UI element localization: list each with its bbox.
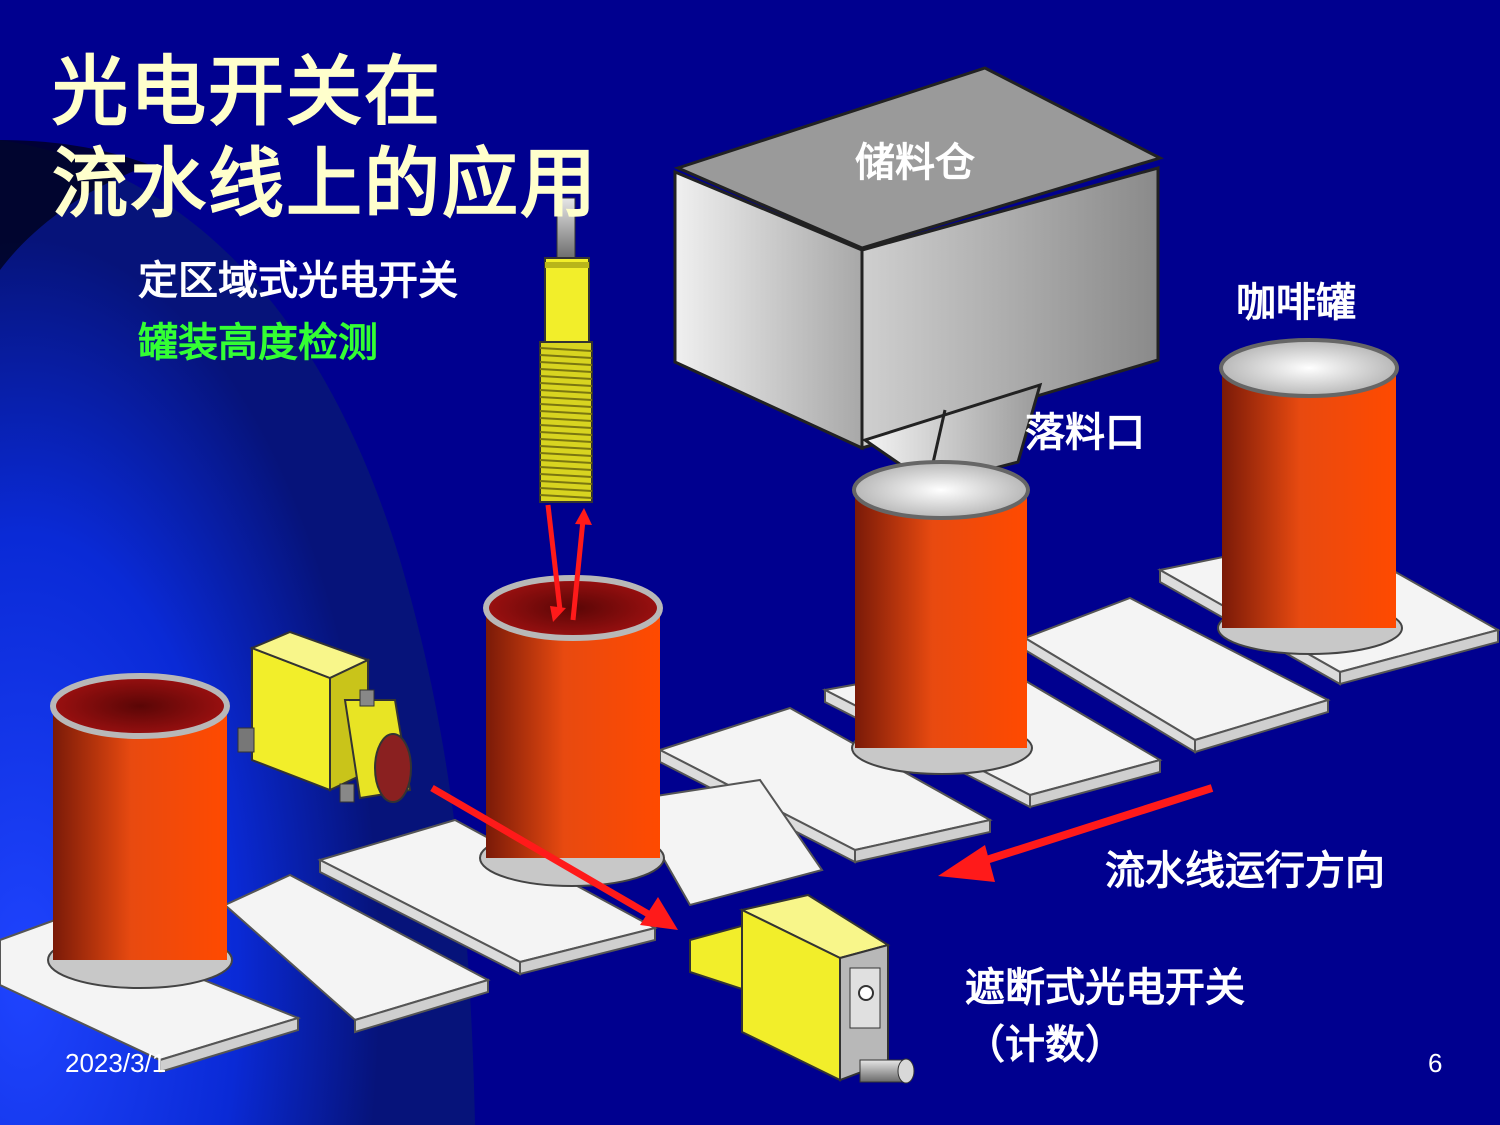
direction-arrow xyxy=(938,784,1214,882)
slide-title-line1: 光电开关在 xyxy=(52,47,442,136)
count-label: （计数） xyxy=(965,1022,1125,1068)
beam-receiver xyxy=(689,893,915,1084)
diffuse-sensor xyxy=(539,197,593,503)
hopper-label: 储料仓 xyxy=(855,140,975,186)
chute-label: 落料口 xyxy=(1025,410,1145,456)
slide-title-line2: 流水线上的应用 xyxy=(52,139,598,228)
coffee-can-middle xyxy=(479,575,665,887)
sensor-thread xyxy=(539,341,593,503)
beam-emitter xyxy=(237,630,412,803)
page-number: 6 xyxy=(1428,1048,1443,1078)
detection-beam xyxy=(545,504,592,622)
can-label: 咖啡罐 xyxy=(1236,280,1356,326)
through-beam-arrow xyxy=(430,784,678,930)
beam-sensor-label: 遮断式光电开关 xyxy=(965,965,1245,1011)
conveyor-plate xyxy=(317,818,658,976)
coffee-can-left xyxy=(47,673,233,989)
conveyor-plate xyxy=(223,873,491,1034)
storage-hopper xyxy=(673,66,1164,487)
hopper-front-face xyxy=(860,166,1160,451)
direction-label: 流水线运行方向 xyxy=(1105,848,1385,894)
background-shadow xyxy=(0,140,150,270)
coffee-can-right xyxy=(1217,338,1403,655)
coffee-can-filling xyxy=(851,460,1033,775)
footer-date: 2023/3/1 xyxy=(65,1048,167,1078)
zone-sensor-label: 定区域式光电开关 xyxy=(138,258,458,304)
height-check-label: 罐装高度检测 xyxy=(138,320,378,366)
conveyor-plate xyxy=(628,778,824,907)
hopper-top xyxy=(673,66,1164,250)
